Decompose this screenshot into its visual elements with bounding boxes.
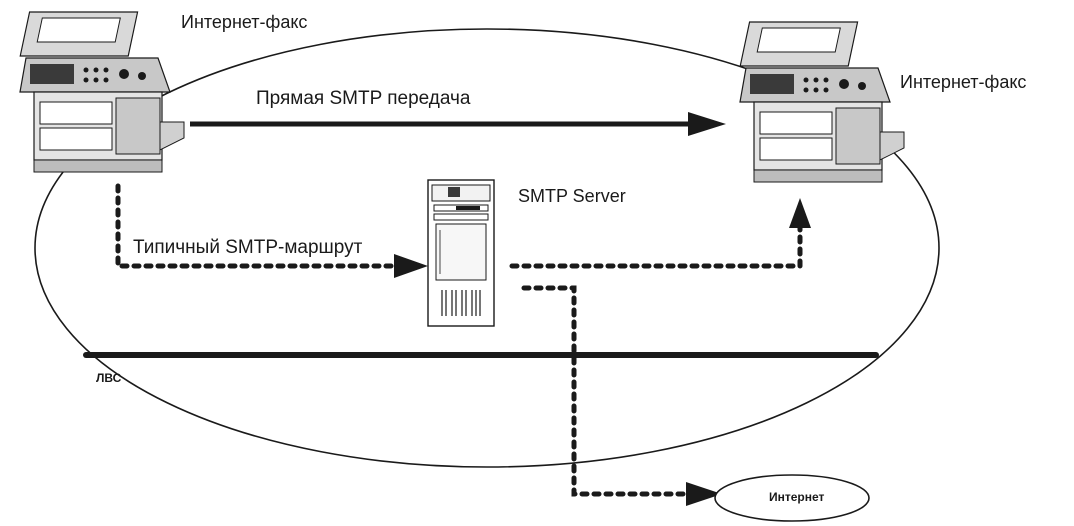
server-to-fax-route bbox=[509, 198, 811, 269]
lan-network-ellipse bbox=[34, 28, 940, 468]
fax-left-icon bbox=[19, 11, 185, 173]
fax-right-icon bbox=[739, 21, 905, 183]
direct-smtp-arrow bbox=[190, 112, 726, 136]
internet-label: Интернет bbox=[769, 490, 825, 504]
typical-route-to-server bbox=[115, 183, 428, 278]
direct-smtp-label: Прямая SMTP передача bbox=[256, 88, 471, 109]
server-tower-icon bbox=[427, 179, 495, 327]
fax-left-label: Интернет-факс bbox=[181, 12, 308, 32]
server-to-internet-route bbox=[521, 285, 722, 506]
smtp-server-label: SMTP Server bbox=[518, 186, 626, 206]
fax-right-label: Интернет-факс bbox=[900, 72, 1027, 92]
lan-label: ЛВС bbox=[96, 371, 122, 385]
internet-cloud-ellipse bbox=[714, 474, 870, 522]
typical-route-label: Типичный SMTP-маршрут bbox=[133, 237, 363, 258]
